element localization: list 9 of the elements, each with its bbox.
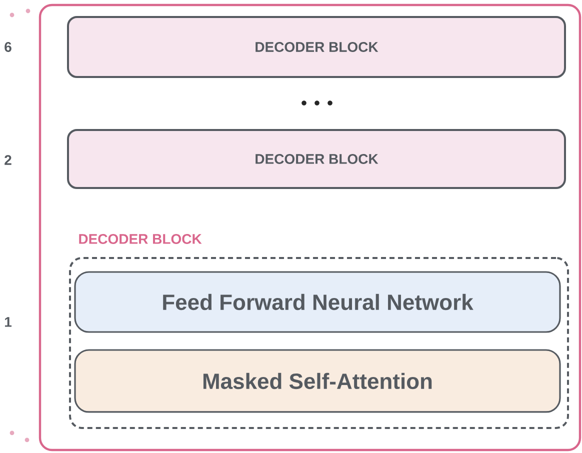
decoder-block: DECODER BLOCK	[67, 16, 566, 78]
outer-frame	[38, 4, 582, 452]
node-label: DECODER BLOCK	[79, 234, 202, 244]
layer-number: 1	[5, 317, 12, 327]
layer-box: Masked Self-Attention	[74, 349, 561, 413]
layer-number: 2	[4, 155, 12, 165]
decoder-block: DECODER BLOCK	[67, 129, 566, 189]
layer-box: Feed Forward Neural Network	[74, 271, 561, 333]
layer-number: 6	[4, 42, 12, 52]
